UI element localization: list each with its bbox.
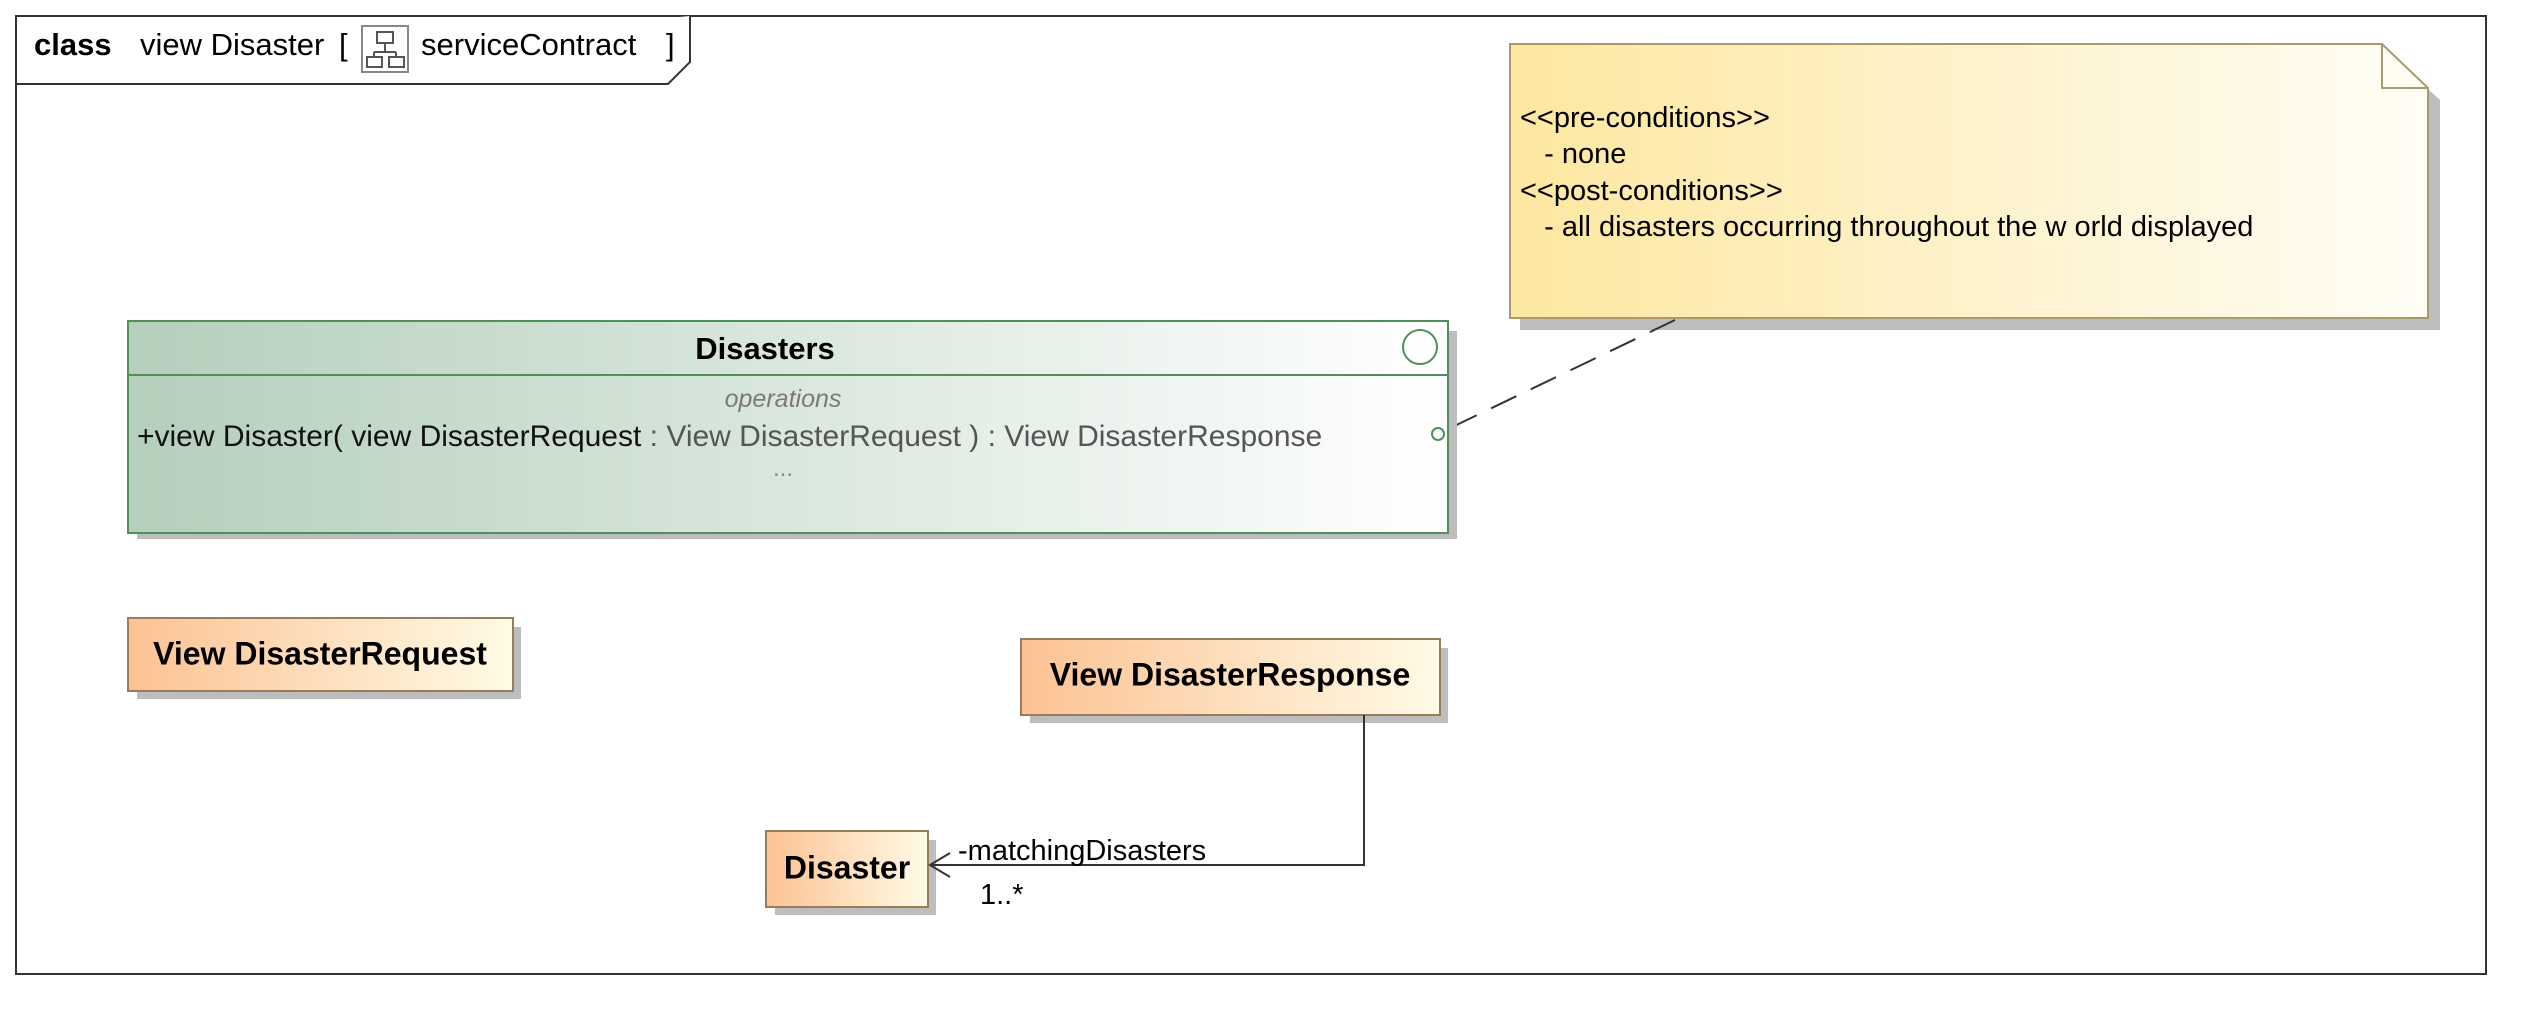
association-multiplicity: 1..* — [980, 879, 1024, 911]
class-name: Disaster — [784, 849, 910, 885]
operations-more: ... — [773, 455, 793, 482]
interface-name: Disasters — [695, 331, 835, 366]
operation-signature[interactable]: +view Disaster( view DisasterRequest : V… — [137, 420, 1322, 453]
interface-circle-icon — [1402, 329, 1438, 365]
frame-title: view Disaster — [140, 27, 324, 62]
class-name: View DisasterResponse — [1050, 656, 1410, 692]
operation-anchor-dot — [1431, 427, 1445, 441]
note-line: <<post-conditions>> — [1520, 175, 1783, 207]
class-view-disaster-request[interactable]: View DisasterRequest — [127, 617, 521, 699]
frame-keyword: class — [34, 27, 112, 62]
class-disaster[interactable]: Disaster — [765, 830, 936, 915]
frame-bracket-close: ] — [666, 27, 675, 62]
note-line: - all disasters occurring throughout the… — [1520, 211, 2253, 243]
frame-diagram-type: serviceContract — [421, 27, 637, 62]
operation-suffix: : View DisasterRequest ) : View Disaster… — [641, 420, 1322, 453]
class-view-disaster-response[interactable]: View DisasterResponse — [1020, 638, 1448, 723]
association-role: -matchingDisasters — [958, 835, 1206, 867]
interface-disasters[interactable]: Disasters operations +view Disaster( vie… — [127, 320, 1457, 539]
navigability-arrow-icon — [928, 852, 951, 878]
operations-compartment-label: operations — [725, 385, 842, 413]
note-line: <<pre-conditions>> — [1520, 102, 1770, 134]
constraint-note[interactable]: <<pre-conditions>> - none <<post-conditi… — [1509, 43, 2440, 330]
note-anchor-line — [1445, 319, 1676, 431]
association-matching-disasters[interactable]: -matchingDisasters 1..* — [928, 715, 1365, 911]
class-name: View DisasterRequest — [153, 635, 487, 671]
frame-bracket-open: [ — [339, 27, 348, 62]
operation-prefix: +view Disaster( view DisasterRequest — [137, 420, 642, 453]
note-line: - none — [1520, 138, 1626, 170]
class-diagram-icon — [361, 25, 409, 73]
diagram-frame: class view Disaster [ serviceContract ] — [15, 15, 2487, 975]
